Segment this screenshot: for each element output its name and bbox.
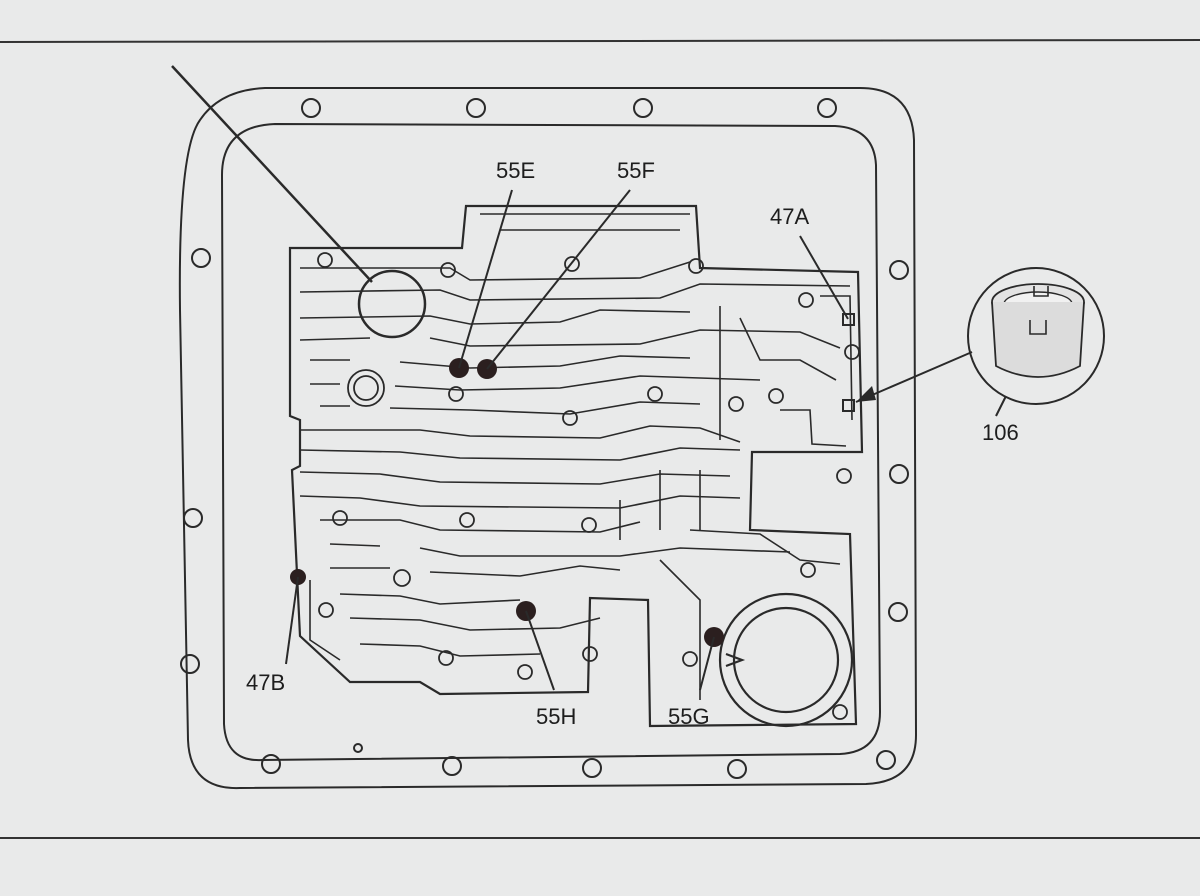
callout-55g: 55G <box>668 704 710 729</box>
callout-106: 106 <box>982 420 1019 445</box>
highlight-leader <box>171 65 373 283</box>
servo-bore <box>718 592 854 728</box>
valve-body-outline <box>288 204 864 728</box>
highlight-circle <box>357 269 427 339</box>
filter-seat-106 <box>842 399 855 412</box>
check-ball-47a <box>842 313 855 326</box>
leader-lines <box>285 189 1007 691</box>
gasket-bolt-holes <box>180 98 909 779</box>
callout-55e: 55E <box>496 158 535 183</box>
part-106-inset <box>967 267 1105 405</box>
callout-47a: 47A <box>770 204 809 229</box>
pan-gasket <box>178 87 918 790</box>
valve-body-holes <box>317 252 860 720</box>
top-rule <box>0 39 1200 43</box>
valve-body-channels <box>299 213 853 700</box>
callout-55h: 55H <box>536 704 576 729</box>
arrow-head-106 <box>856 386 876 402</box>
callout-55f: 55F <box>617 158 655 183</box>
callout-47b: 47B <box>246 670 285 695</box>
